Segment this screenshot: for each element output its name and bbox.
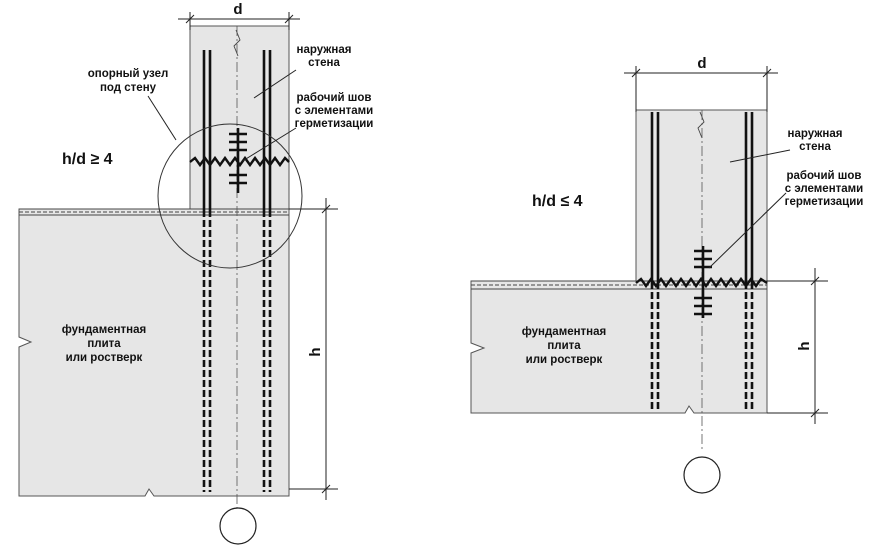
right-dim-d-tick-2 — [762, 68, 772, 78]
right-foundation-label-1: фундаментная — [522, 326, 606, 338]
right-concrete-body — [470, 109, 768, 414]
right-foundation-label-2: плита — [547, 340, 581, 352]
right-joint-label-3: герметизации — [785, 196, 864, 208]
right-outer-wall-label-1: наружная — [788, 128, 843, 140]
left-foundation-label-1: фундаментная — [62, 324, 146, 336]
left-concrete-body — [18, 25, 290, 497]
left-axis-marker-circle — [219, 507, 257, 545]
left-joint-label-1: рабочий шов — [297, 92, 372, 104]
right-dim-h-tick-1 — [810, 276, 820, 286]
left-dim-d-label: d — [233, 1, 242, 18]
right-axis-marker-circle — [683, 456, 721, 494]
left-ratio-label: h/d ≥ 4 — [62, 151, 113, 168]
right-outer-wall-label-2: стена — [799, 141, 831, 153]
left-joint-label-3: герметизации — [295, 118, 374, 130]
left-dim-h-tick-1 — [321, 204, 331, 214]
right-dim-d-label: d — [697, 55, 706, 72]
left-foundation-label-3: или ростверк — [66, 352, 143, 364]
right-dim-d-tick-1 — [631, 68, 641, 78]
left-dim-d-tick-2 — [284, 14, 294, 24]
left-support-node-leader — [147, 95, 177, 141]
right-joint-label-1: рабочий шов — [787, 170, 862, 182]
left-support-node-label-2: под стену — [100, 82, 157, 94]
left-dim-h-label: h — [307, 347, 324, 356]
right-outer-wall-leader — [729, 149, 791, 163]
left-joint-leader — [240, 127, 297, 163]
left-joint-label-2: с элементами — [295, 105, 374, 117]
right-joint-seam — [635, 276, 768, 289]
right-foundation-label-3: или ростверк — [526, 354, 603, 366]
right-dim-h-tick-2 — [810, 408, 820, 418]
left-support-node-circle — [157, 123, 303, 269]
left-dim-d-tick-1 — [185, 14, 195, 24]
right-dim-h-label: h — [796, 341, 813, 350]
left-detail: d h h/d ≥ 4 опорный узел под стену наруж… — [18, 1, 374, 545]
left-foundation-label-2: плита — [87, 338, 121, 350]
right-joint-leader — [708, 192, 787, 269]
right-joint-label-2: с элементами — [785, 183, 864, 195]
left-support-node-label-1: опорный узел — [88, 68, 169, 80]
left-outer-wall-label-2: стена — [308, 57, 340, 69]
right-ratio-label: h/d ≤ 4 — [532, 193, 583, 210]
left-outer-wall-leader — [253, 69, 297, 99]
left-wall-break-mark — [233, 29, 241, 57]
left-outer-wall-label-1: наружная — [297, 44, 352, 56]
left-dim-h-tick-2 — [321, 484, 331, 494]
left-joint-seam — [189, 155, 290, 168]
right-detail: d h h/d ≤ 4 наружная стена рабочий шов с… — [470, 55, 864, 494]
